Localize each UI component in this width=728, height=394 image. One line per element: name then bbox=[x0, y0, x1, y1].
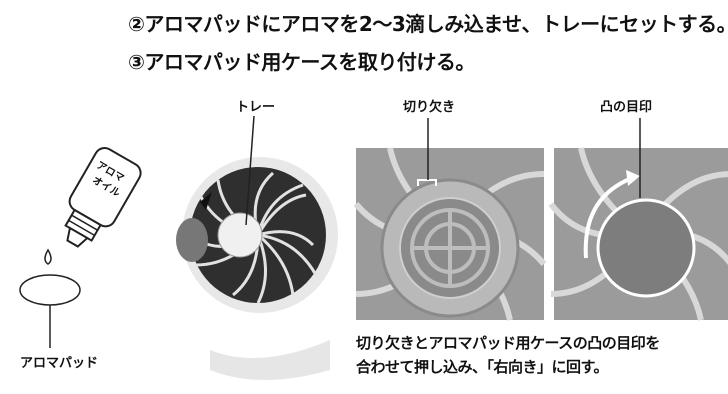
bump-mark-label: 凸の目印 bbox=[600, 100, 653, 115]
notch-label: 切り欠き bbox=[403, 100, 456, 115]
step-2-instruction: ②アロマパッドにアロマを2〜3滴しみ込ませ、トレーにセットする。 bbox=[128, 12, 728, 36]
bump-mark-photo bbox=[548, 118, 728, 321]
tray-label: トレー bbox=[236, 100, 276, 115]
caption-line-2: 合わせて押し込み、「右向き」に回す。 bbox=[356, 358, 609, 376]
step-3-instruction: ③アロマパッド用ケースを取り付ける。 bbox=[128, 50, 475, 74]
caption-line-1: 切り欠きとアロマパッド用ケースの凸の目印を bbox=[356, 334, 660, 352]
aroma-oil-bottle-illustration bbox=[19, 147, 142, 348]
fan-tray-illustration bbox=[176, 115, 338, 380]
notch-photo bbox=[353, 118, 547, 321]
aroma-pad-label: アロマパッド bbox=[20, 356, 99, 371]
